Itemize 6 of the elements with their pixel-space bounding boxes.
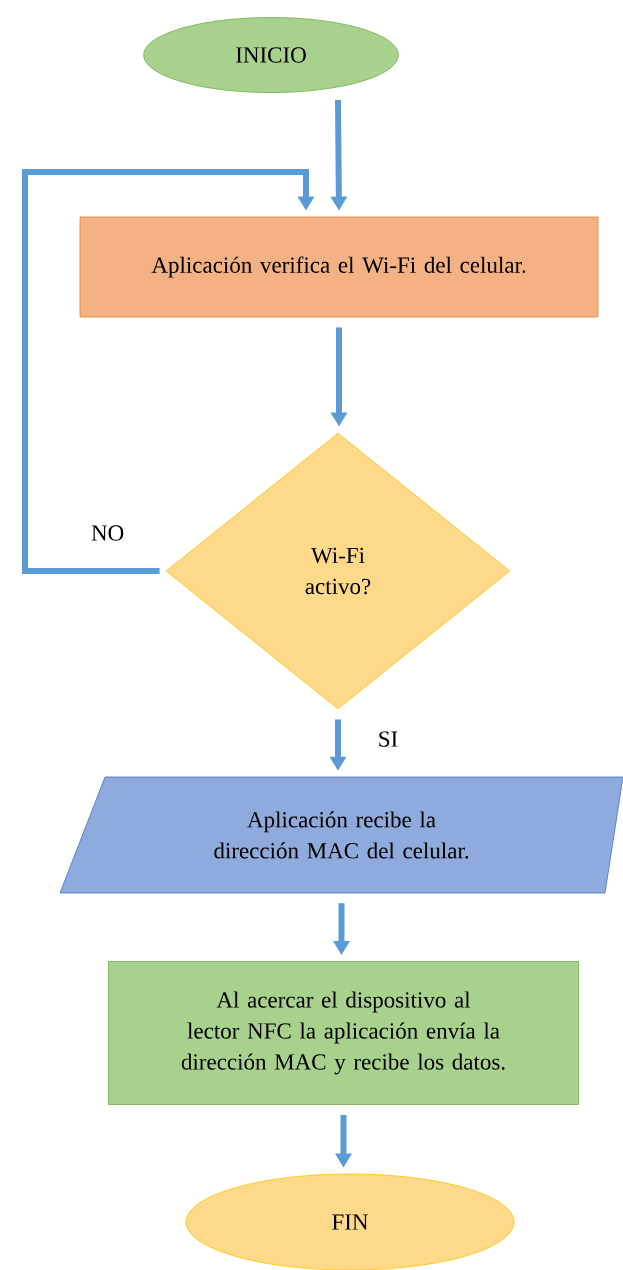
process-box: Al acercar el dispositivo al lector NFC la aplicación envía la dirección MAC y recibe los datos.: [108, 961, 579, 1105]
arrow: [22, 169, 315, 574]
edge-label: SI: [379, 731, 398, 747]
edge-label: NO: [91, 525, 124, 541]
data-parallelogram: Aplicación recibe la dirección MAC del celular.: [59, 776, 623, 894]
process-box: Aplicación verifica el Wi-Fi del celular.: [79, 216, 599, 318]
